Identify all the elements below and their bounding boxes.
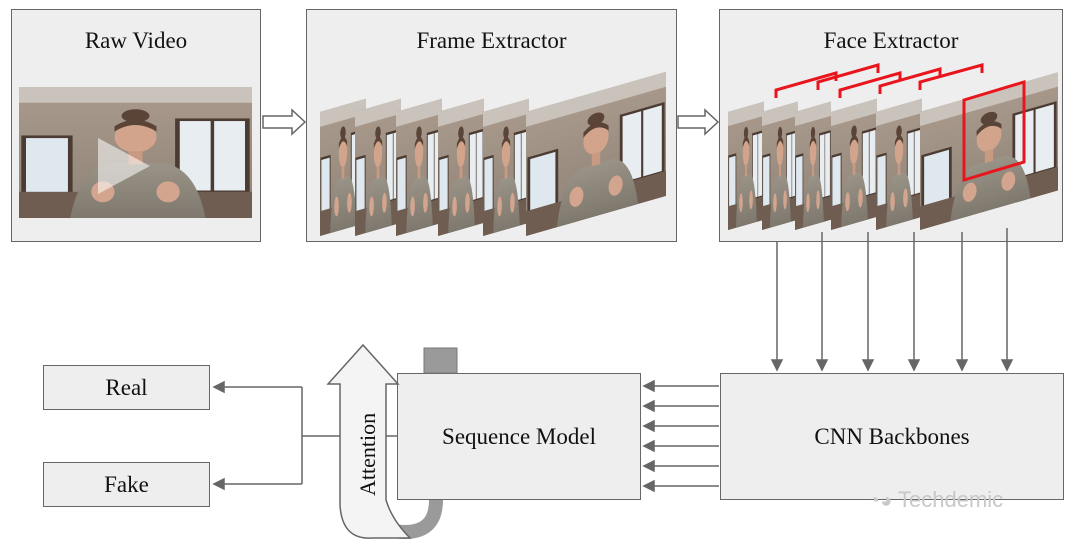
down-arrows xyxy=(770,228,1014,372)
fake-output-box: Fake xyxy=(43,462,210,507)
watermark-text: Techdemic xyxy=(898,487,1004,512)
face-extractor-title: Face Extractor xyxy=(823,28,959,53)
attention-arrow xyxy=(326,343,458,540)
real-output-box: Real xyxy=(43,365,210,410)
frame-stack xyxy=(318,70,668,238)
attention-label: Attention xyxy=(355,412,380,496)
sequence-model-box: Sequence Model xyxy=(397,373,641,500)
face-frame-stack xyxy=(726,63,1060,232)
play-icon xyxy=(98,138,150,194)
wechat-icon: ◔◕ xyxy=(868,490,893,512)
face-detection-boxes xyxy=(774,63,1026,183)
frame-extractor-title: Frame Extractor xyxy=(416,28,567,53)
cnn-backbones-box: CNN Backbones xyxy=(720,373,1064,500)
hollow-arrow-2 xyxy=(677,108,720,136)
left-arrows xyxy=(642,379,719,493)
cnn-backbones-label: CNN Backbones xyxy=(814,423,970,449)
hollow-arrow-1 xyxy=(262,108,307,136)
real-label: Real xyxy=(105,374,148,400)
fake-label: Fake xyxy=(104,471,149,497)
raw-video-title: Raw Video xyxy=(84,28,188,53)
raw-video-thumbnail xyxy=(19,87,252,218)
watermark: ◔◕Techdemic xyxy=(868,487,1003,513)
sequence-model-label: Sequence Model xyxy=(442,423,596,449)
